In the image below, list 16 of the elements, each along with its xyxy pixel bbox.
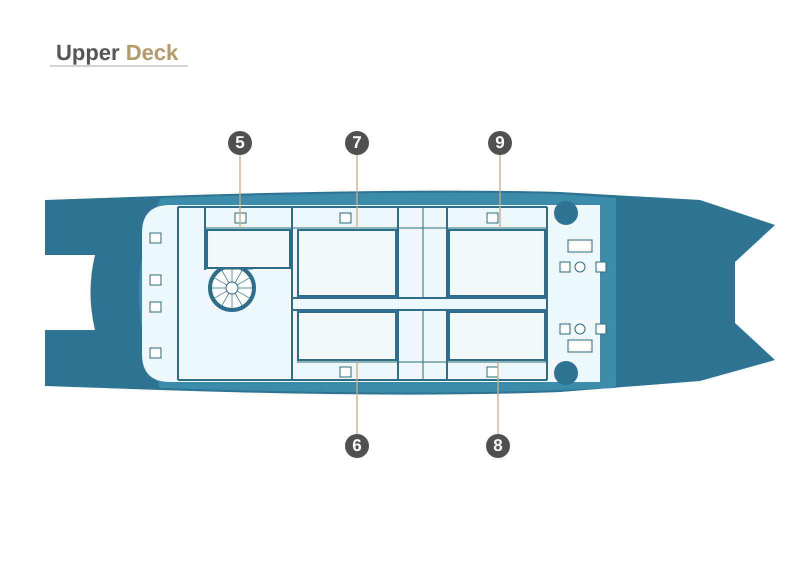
leader-line — [356, 361, 358, 434]
leader-line — [356, 155, 358, 229]
cabin-room — [206, 229, 291, 269]
callout-number: 5 — [228, 131, 252, 155]
leader-line — [499, 155, 501, 229]
callout-number: 7 — [345, 131, 369, 155]
leader-line — [239, 155, 241, 229]
callout-number: 6 — [345, 434, 369, 458]
cabin-room — [448, 229, 546, 297]
callout-number: 9 — [488, 131, 512, 155]
callout-number: 8 — [486, 434, 510, 458]
leader-line — [497, 361, 499, 434]
title: Upper Deck — [56, 40, 178, 66]
cabin-room — [448, 311, 546, 361]
cabin-room — [297, 229, 397, 297]
cabin-room — [297, 311, 397, 361]
